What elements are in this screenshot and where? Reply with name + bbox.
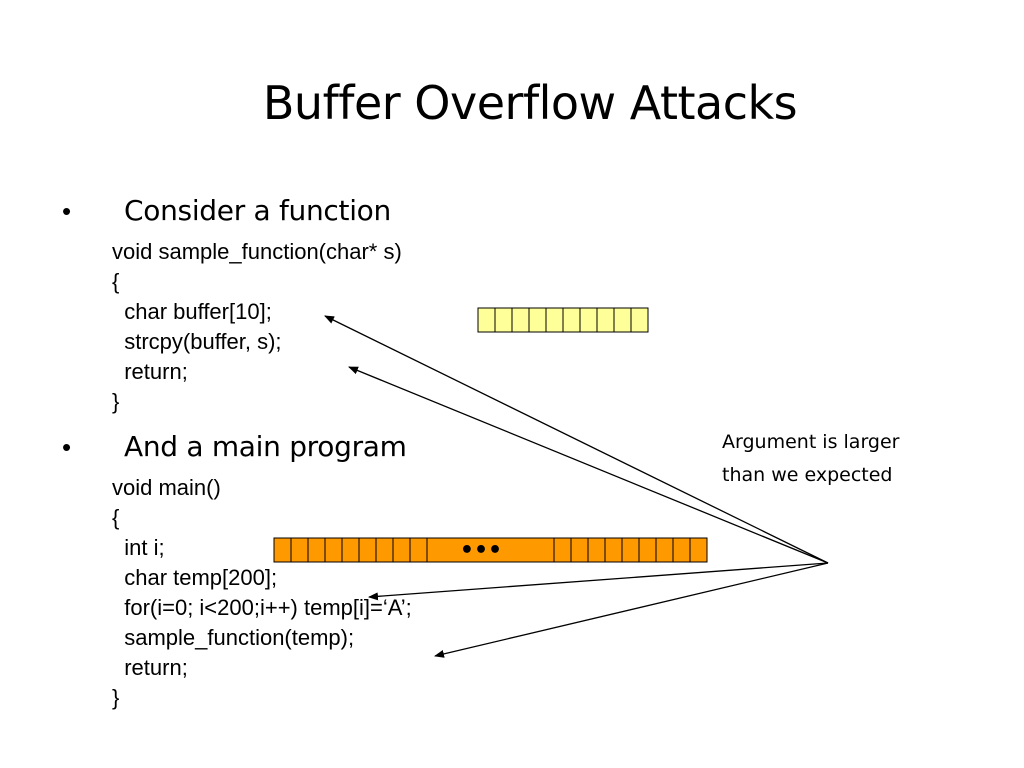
buffer-cell	[477, 307, 496, 333]
buffer-cell	[528, 307, 547, 333]
buffer-cell	[545, 307, 564, 333]
slide-title: Buffer Overflow Attacks	[262, 76, 798, 130]
bullet-main-program: And a main program	[124, 430, 407, 463]
code-line: void sample_function(char* s)	[112, 239, 402, 264]
code-sample-function: void sample_function(char* s) { char buf…	[112, 237, 402, 417]
code-line: {	[112, 269, 120, 294]
annotation-note: Argument is larger than we expected	[722, 426, 900, 492]
buffer-cell	[307, 537, 326, 563]
code-line: for(i=0; i<200;i++) temp[i]=‘A’;	[112, 595, 412, 620]
buffer-cell	[596, 307, 615, 333]
bullet-consider-function: Consider a function	[124, 194, 391, 227]
buffer-cell	[375, 537, 394, 563]
code-line: strcpy(buffer, s);	[112, 329, 282, 354]
buffer-cell	[613, 307, 632, 333]
code-main-program: void main() { int i; char temp[200]; for…	[112, 473, 412, 713]
buffer-cell	[341, 537, 360, 563]
buffer-cell	[426, 537, 555, 563]
buffer-cell	[562, 307, 581, 333]
code-line: }	[112, 389, 120, 414]
buffer-cell	[604, 537, 623, 563]
buffer-cell	[494, 307, 513, 333]
buffer-cell	[358, 537, 377, 563]
arrow-to-sample-call	[434, 562, 829, 658]
code-line: int i;	[112, 535, 165, 560]
buffer-ellipsis: •••	[460, 538, 502, 563]
buffer-cell	[579, 307, 598, 333]
buffer-cell	[570, 537, 589, 563]
code-line: sample_function(temp);	[112, 625, 355, 650]
buffer-cell	[621, 537, 640, 563]
buffer-cell	[587, 537, 606, 563]
buffer-cell	[273, 537, 292, 563]
buffer-cell	[638, 537, 657, 563]
buffer-cell	[409, 537, 428, 563]
arrow-to-strcpy	[348, 366, 829, 564]
buffer-10-cells	[477, 307, 649, 333]
buffer-cell	[553, 537, 572, 563]
buffer-cell	[511, 307, 530, 333]
code-line: void main()	[112, 475, 221, 500]
buffer-cell	[324, 537, 343, 563]
buffer-cell	[672, 537, 691, 563]
buffer-200-cells	[273, 537, 708, 563]
buffer-cell	[290, 537, 309, 563]
bullet-marker: •	[62, 196, 72, 226]
annotation-line: Argument is larger	[722, 431, 900, 453]
arrow-to-temp-array	[368, 562, 829, 601]
bullet-marker: •	[62, 432, 72, 462]
code-line: char temp[200];	[112, 565, 278, 590]
annotation-line: than we expected	[722, 464, 893, 486]
code-line: return;	[112, 655, 188, 680]
code-line: char buffer[10];	[112, 299, 272, 324]
buffer-cell	[630, 307, 649, 333]
buffer-cell	[655, 537, 674, 563]
code-line: }	[112, 685, 120, 710]
arrow-to-char-buffer	[324, 315, 829, 564]
buffer-cell	[689, 537, 708, 563]
code-line: {	[112, 505, 120, 530]
buffer-cell	[392, 537, 411, 563]
code-line: return;	[112, 359, 188, 384]
